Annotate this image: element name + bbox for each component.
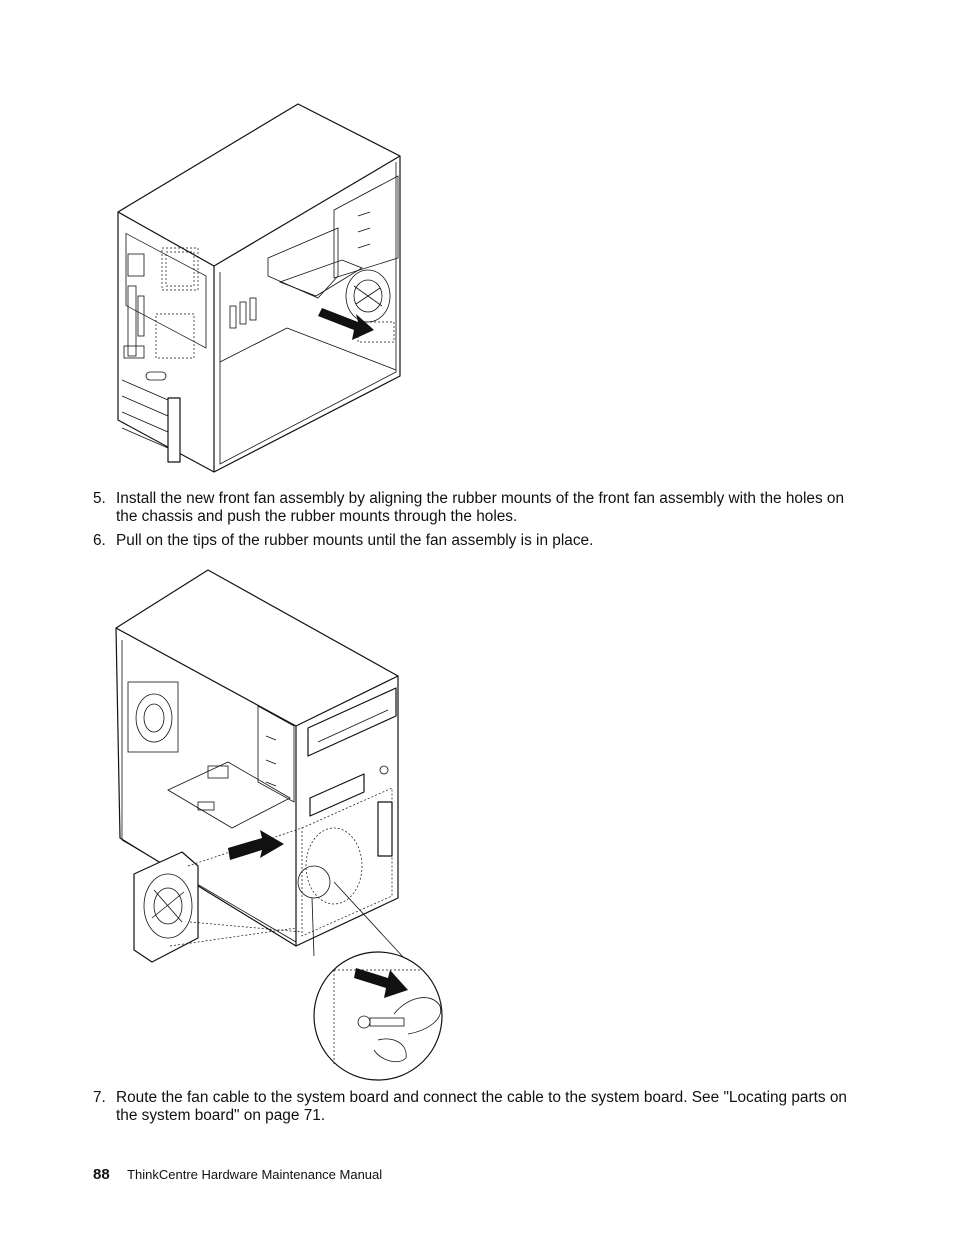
front-vent-icon [301, 787, 393, 937]
step-number: 5. [93, 490, 106, 507]
front-fan-icon [345, 269, 391, 323]
page-footer: 88 ThinkCentre Hardware Maintenance Manu… [93, 1166, 382, 1183]
system-board-icon [167, 761, 291, 829]
card-reader-icon [309, 773, 365, 817]
psu-vent-icon [161, 247, 199, 291]
optical-drive-icon [307, 687, 397, 757]
rear-fan-icon [127, 681, 179, 753]
step-text: Install the new front fan assembly by al… [116, 490, 845, 525]
pull-arrow-icon [354, 968, 408, 998]
pull-arrow-icon [318, 308, 374, 340]
rear-io-ports-icon [123, 285, 167, 381]
detail-callout-icon [313, 951, 443, 1081]
expansion-slots-icon [121, 379, 181, 463]
manual-title: ThinkCentre Hardware Maintenance Manual [127, 1167, 383, 1182]
front-fan-icon [133, 851, 199, 963]
drive-bay-icon [257, 705, 295, 803]
figure-fan-installation [108, 566, 453, 1084]
figure-fan-removal [112, 100, 412, 480]
step-number: 7. [93, 1089, 106, 1106]
chassis-install-illustration [115, 569, 443, 1081]
insert-arrow-icon [228, 830, 284, 860]
front-usb-icon [377, 801, 393, 857]
step-text: Pull on the tips of the rubber mounts un… [116, 532, 594, 549]
page-number: 88 [93, 1166, 110, 1183]
drive-bay-icon [267, 175, 399, 299]
chassis-illustration [117, 103, 401, 473]
step-text: Route the fan cable to the system board … [116, 1089, 847, 1124]
step-number: 6. [93, 532, 106, 549]
